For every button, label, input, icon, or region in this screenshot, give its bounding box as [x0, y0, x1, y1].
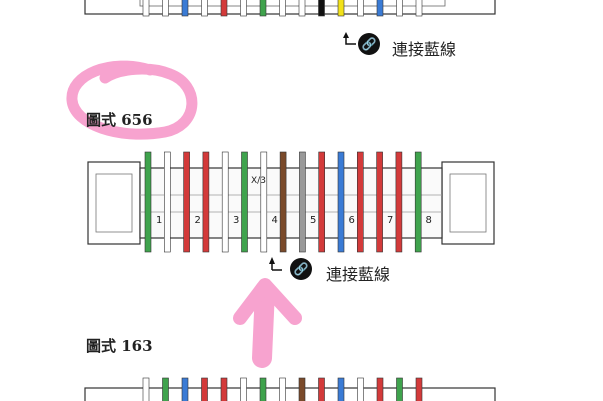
link-icon: 🔗 — [290, 258, 312, 280]
top-wire — [259, 0, 267, 17]
bot-wire — [318, 377, 325, 401]
connector-163-body — [84, 387, 496, 401]
bot-wire — [337, 377, 345, 401]
top-wire — [376, 0, 384, 17]
top-wire — [142, 0, 150, 17]
top-wire — [162, 0, 169, 17]
fraction-mark: X/3 — [251, 176, 266, 186]
mid-wire — [241, 151, 248, 253]
position-number: 6 — [348, 215, 355, 226]
connector-656-right-cap-inner — [449, 173, 487, 233]
top-wire — [357, 0, 364, 17]
top-wire — [318, 0, 325, 17]
top-wire — [240, 0, 247, 17]
bot-wire — [142, 377, 150, 401]
bot-wire — [220, 377, 228, 401]
connector-656-body — [139, 167, 443, 239]
position-number: 5 — [310, 215, 317, 226]
mid-link-label: 連接藍線 — [326, 265, 391, 284]
top-connector-inner — [139, 0, 446, 7]
link-icon: 🔗 — [358, 33, 380, 55]
bot-wire — [279, 377, 286, 401]
position-number: 7 — [387, 215, 394, 226]
mid-link-arrowhead — [269, 257, 275, 264]
connector-656 — [87, 151, 495, 271]
diagram-163-title: 圖式 163 — [86, 337, 153, 355]
mid-wire — [414, 151, 422, 253]
mid-wire — [395, 151, 403, 253]
bot-wire — [181, 377, 189, 401]
position-number: 8 — [425, 215, 432, 226]
bot-wire — [415, 377, 423, 401]
mid-wire — [337, 151, 345, 253]
top-wire — [181, 0, 189, 17]
bot-wire — [376, 377, 384, 401]
top-wire — [298, 0, 306, 17]
position-number: 2 — [194, 215, 201, 226]
pink-arrow-shaft — [252, 280, 275, 368]
mid-wire — [279, 151, 287, 253]
top-wire — [415, 0, 423, 17]
mid-wire — [260, 151, 268, 253]
top-wire — [220, 0, 228, 17]
top-link-arrowhead — [343, 32, 349, 38]
bot-wire — [162, 377, 169, 401]
mid-wire — [221, 151, 229, 253]
top-connector-body — [84, 0, 496, 15]
bot-wire — [201, 377, 208, 401]
bot-wire — [259, 377, 267, 401]
mid-wire — [202, 151, 210, 253]
connector-656-left-cap-inner — [95, 173, 133, 233]
bot-wire — [357, 377, 364, 401]
top-link-pointer — [345, 36, 356, 45]
connector-163 — [84, 377, 496, 401]
pink-arrow-head — [233, 278, 302, 325]
top-connector — [84, 0, 496, 45]
bot-wire — [240, 377, 247, 401]
bot-wire — [396, 377, 403, 401]
mid-wire — [164, 151, 171, 253]
mid-wire — [183, 151, 190, 253]
top-wire — [337, 0, 345, 17]
mid-wire — [299, 151, 306, 253]
diagram-656-title: 圖式 656 — [86, 111, 153, 129]
mid-wire — [376, 151, 383, 253]
top-wire — [201, 0, 208, 17]
bot-wire — [298, 377, 306, 401]
top-link-label: 連接藍線 — [392, 40, 457, 59]
mid-wire — [318, 151, 326, 253]
mid-wire — [144, 151, 152, 253]
top-wire — [396, 0, 403, 17]
pink-circle-annotation — [66, 60, 198, 140]
top-wire — [279, 0, 286, 17]
mid-wire — [356, 151, 364, 253]
position-number: 1 — [156, 215, 163, 226]
position-number: 3 — [233, 215, 240, 226]
position-number: 4 — [271, 215, 278, 226]
